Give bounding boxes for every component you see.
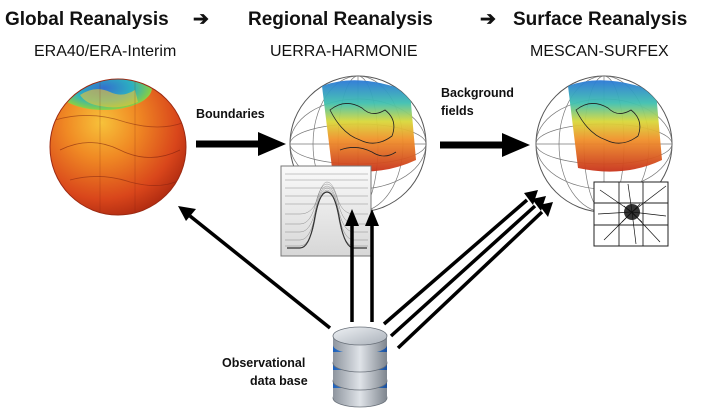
arrow-obs-to-global	[178, 206, 332, 330]
subtitle-regional: UERRA-HARMONIE	[270, 43, 418, 60]
heading-arrow-2: ➔	[480, 9, 496, 30]
heading-global: Global Reanalysis	[5, 9, 169, 30]
arrow-obs-to-surface-1	[382, 190, 538, 326]
globe-global	[49, 78, 187, 216]
label-observational-line2: data base	[250, 374, 308, 388]
heading-arrow-1: ➔	[193, 9, 209, 30]
database-icon	[332, 326, 388, 408]
heading-regional: Regional Reanalysis	[248, 9, 433, 30]
arrow-obs-to-regional-1	[345, 209, 359, 322]
surface-grid-inset	[593, 181, 669, 247]
subtitle-global: ERA40/ERA-Interim	[34, 43, 176, 60]
label-background-line2: fields	[441, 104, 474, 118]
heading-surface: Surface Reanalysis	[513, 9, 687, 30]
label-background-line1: Background	[441, 86, 514, 100]
terrain-cross-section-plot	[280, 165, 372, 257]
arrow-boundaries	[196, 132, 286, 156]
arrow-obs-to-surface-2	[389, 196, 546, 338]
label-boundaries: Boundaries	[196, 107, 265, 121]
subtitle-surface: MESCAN-SURFEX	[530, 43, 669, 60]
observation-arrows	[178, 190, 553, 350]
arrow-background-fields	[440, 133, 530, 157]
arrow-obs-to-surface-3	[396, 202, 553, 350]
arrow-obs-to-regional-2	[365, 209, 379, 322]
label-observational-line1: Observational	[222, 356, 305, 370]
